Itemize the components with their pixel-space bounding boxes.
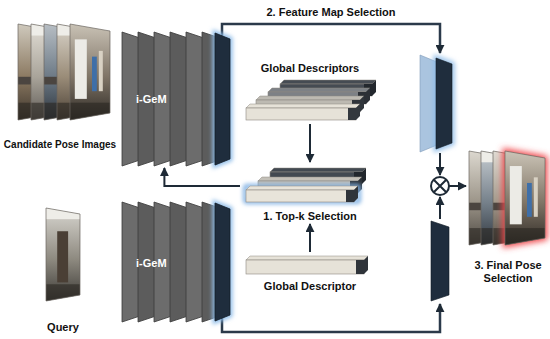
photo-detail <box>46 208 80 219</box>
conv-layer <box>170 32 188 166</box>
arrow <box>439 153 441 175</box>
descriptor-cap <box>372 80 376 96</box>
descriptor-bar <box>246 108 356 120</box>
photo-detail <box>534 177 538 216</box>
photo-detail <box>510 166 522 224</box>
photo-detail <box>99 51 103 91</box>
diagram-node: Global Descriptors <box>240 62 380 124</box>
descriptor-top <box>258 177 362 181</box>
arrow <box>449 185 466 187</box>
descriptor-cap <box>364 256 368 274</box>
photo-detail <box>92 57 97 92</box>
multiply-symbol <box>431 177 449 195</box>
node-text: Global Descriptor <box>264 280 356 293</box>
node-text: Global Descriptors <box>261 62 359 75</box>
descriptor-top <box>246 256 368 260</box>
selected-feature-map <box>436 58 452 149</box>
descriptor-cap <box>366 88 370 104</box>
query-route <box>222 304 440 332</box>
node-text: Query <box>47 321 79 334</box>
feature-map-glow <box>436 58 452 149</box>
node-illustration <box>118 200 234 324</box>
photo-frame <box>70 24 110 120</box>
node-text: i-GeM <box>136 257 167 270</box>
diagram-node: Global Descriptor <box>240 252 380 294</box>
descriptor-glow <box>245 186 359 202</box>
arrow <box>439 197 441 219</box>
feature-map-glow <box>215 33 230 165</box>
photo-detail <box>70 39 110 122</box>
node-illustration <box>28 205 98 335</box>
multiply-symbol <box>434 180 446 192</box>
node-text: 3. Final Pose Selection <box>469 259 547 285</box>
conv-layer <box>186 202 204 322</box>
descriptor-top <box>270 168 366 172</box>
descriptor-cap <box>354 186 358 202</box>
query-feature-map <box>431 221 449 301</box>
node-text: 1. Top-k Selection <box>263 210 356 223</box>
descriptor-top <box>256 96 364 100</box>
flow-arrow <box>309 124 311 162</box>
descriptor-cap <box>356 260 364 274</box>
diagram-node: 3. Final Pose Selection <box>467 145 549 287</box>
descriptor-cap <box>356 104 360 120</box>
diagram-node: Candidate Pose Images <box>2 20 118 156</box>
photo-frame <box>46 208 80 301</box>
photo-detail <box>46 208 80 303</box>
photo-detail <box>527 183 532 217</box>
descriptor-top <box>280 80 376 84</box>
selection-route <box>222 24 440 53</box>
descriptor-top <box>246 186 358 190</box>
photo-frame <box>505 151 545 245</box>
diagram-node: i-GeM <box>118 30 234 168</box>
node-text: Candidate Pose Images <box>4 138 116 151</box>
conv-layer <box>170 202 188 322</box>
descriptor-cap <box>348 108 356 120</box>
feature-map <box>215 203 230 321</box>
diagram-node: Query <box>28 205 98 335</box>
descriptor-cap <box>346 190 354 202</box>
feature-map <box>215 33 230 165</box>
descriptor-cap <box>360 96 364 112</box>
descriptor-cap <box>362 168 366 184</box>
node-illustration <box>2 20 118 156</box>
descriptor-bar <box>246 190 354 202</box>
flow-arrow <box>164 168 240 186</box>
node-illustration <box>118 30 234 168</box>
feature-map-glow <box>215 203 230 321</box>
node-text: i-GeM <box>136 93 167 106</box>
step-label: 2. Feature Map Selection <box>265 6 398 19</box>
diagram-node: i-GeM <box>118 200 234 324</box>
photo-detail <box>75 39 87 99</box>
descriptor-bar <box>246 260 364 274</box>
descriptor-top <box>268 88 370 92</box>
photo-detail <box>57 231 68 282</box>
diagram-node: 1. Top-k Selection <box>240 162 380 224</box>
conv-layer <box>186 32 204 166</box>
flow-arrow <box>309 224 311 252</box>
descriptor-top <box>246 104 360 108</box>
photo-detail <box>505 166 545 247</box>
